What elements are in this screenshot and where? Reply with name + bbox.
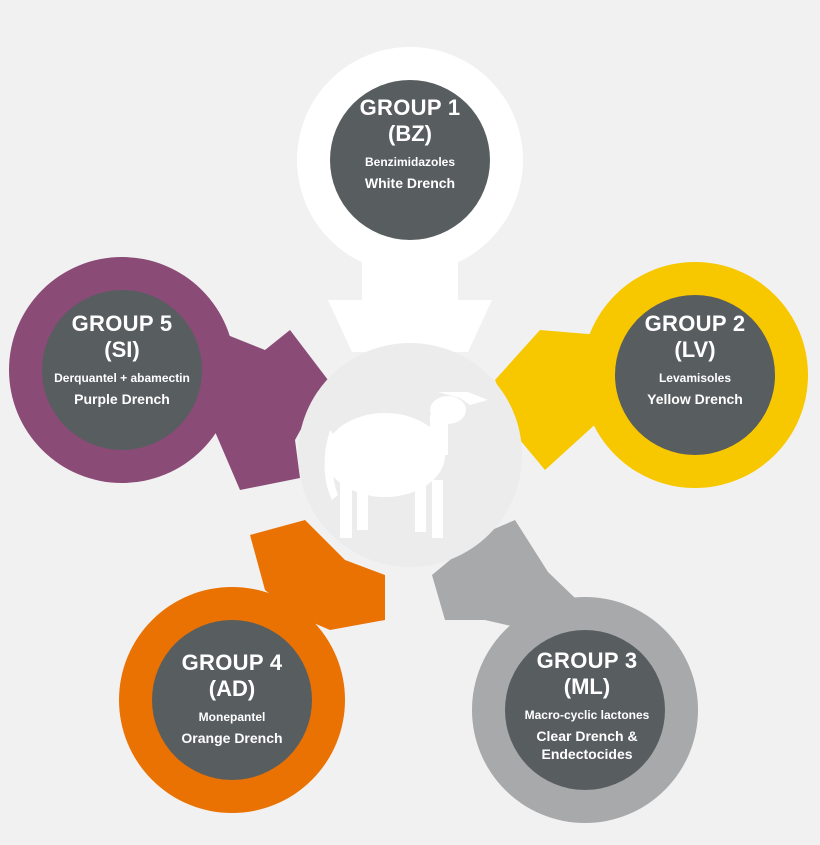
group-4-inner-circle [152, 620, 312, 780]
group-3-inner-circle [505, 630, 665, 790]
group-5-inner-circle [42, 290, 202, 450]
group-1-inner-circle [330, 80, 490, 240]
group-3-shape [432, 520, 698, 823]
group-5-shape [9, 257, 328, 490]
sheep-silhouette-icon [324, 392, 488, 538]
group-4-shape [119, 520, 385, 813]
group-1-shape [297, 47, 523, 352]
group-2-inner-circle [615, 295, 775, 455]
group-2-shape [495, 262, 808, 488]
